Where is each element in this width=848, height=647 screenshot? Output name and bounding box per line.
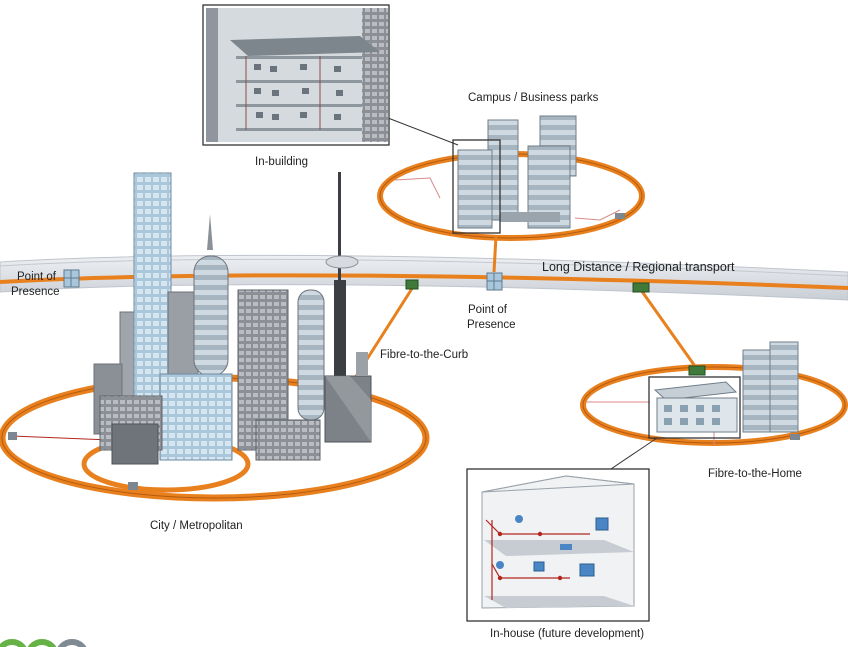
home-ring bbox=[580, 364, 848, 446]
campus-buildings bbox=[457, 115, 577, 229]
in-house-inset bbox=[466, 468, 650, 622]
label-fibre-to-curb: Fibre-to-the-Curb bbox=[380, 349, 468, 361]
fibre-curb-node-icon bbox=[405, 279, 419, 290]
in-building-inset bbox=[202, 4, 390, 146]
backbone-fibre bbox=[0, 273, 848, 290]
campus-link-fibre bbox=[492, 235, 498, 273]
label-in-house: In-house (future development) bbox=[490, 628, 644, 640]
label-city: City / Metropolitan bbox=[150, 520, 243, 532]
fibre-home-node-icon bbox=[632, 282, 650, 293]
home-curb-node-icon bbox=[688, 365, 706, 376]
in-house-callout-line bbox=[604, 437, 658, 474]
label-in-building: In-building bbox=[255, 156, 308, 168]
in-building-callout-line bbox=[387, 117, 459, 146]
label-pop-center-line2: Presence bbox=[467, 319, 516, 331]
logo-icon bbox=[0, 639, 87, 647]
campus-zoom-frame bbox=[452, 139, 501, 234]
pop-node-center-icon bbox=[486, 272, 503, 291]
city-skyline bbox=[93, 172, 372, 465]
label-campus: Campus / Business parks bbox=[468, 92, 599, 104]
pop-node-left-icon bbox=[63, 269, 80, 288]
label-pop-center-line1: Point of bbox=[468, 304, 508, 316]
label-pop-left-line1: Point of bbox=[17, 271, 57, 283]
label-pop-left-line2: Presence bbox=[11, 286, 60, 298]
home-link-fibre bbox=[639, 289, 699, 370]
home-zoom-frame bbox=[648, 376, 741, 439]
label-fibre-to-home: Fibre-to-the-Home bbox=[708, 468, 802, 480]
label-long-distance: Long Distance / Regional transport bbox=[542, 260, 735, 274]
home-buildings bbox=[653, 341, 799, 433]
